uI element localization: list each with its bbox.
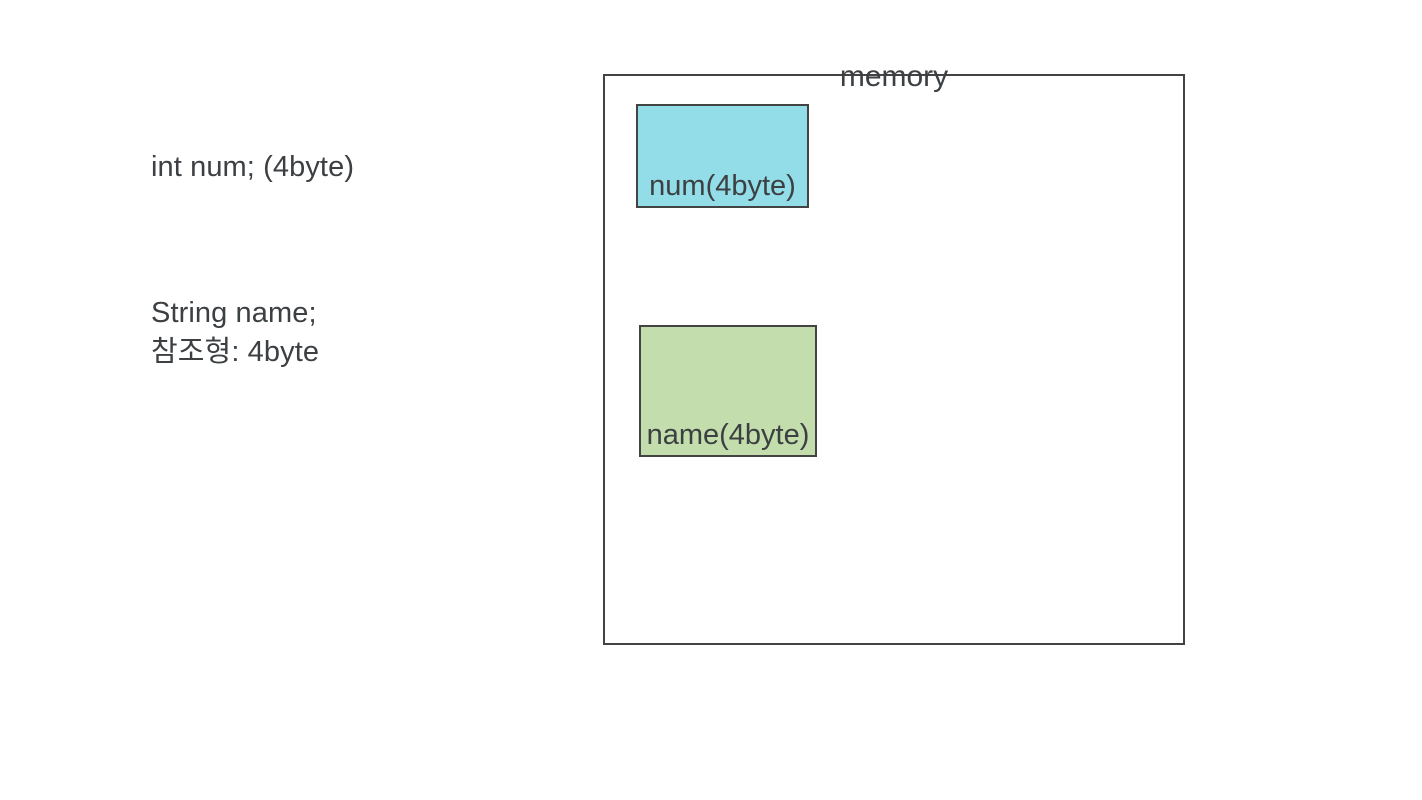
annotation-int-declaration: int num; (4byte) <box>151 151 355 183</box>
memory-slot-num-label: num(4byte) <box>649 170 796 202</box>
annotation-string-declaration: String name; 참조형: 4byte <box>151 297 320 368</box>
memory-slot-name-label: name(4byte) <box>646 419 810 451</box>
memory-slot-num: num(4byte) <box>636 104 809 208</box>
memory-slot-name: name(4byte) <box>639 325 817 457</box>
